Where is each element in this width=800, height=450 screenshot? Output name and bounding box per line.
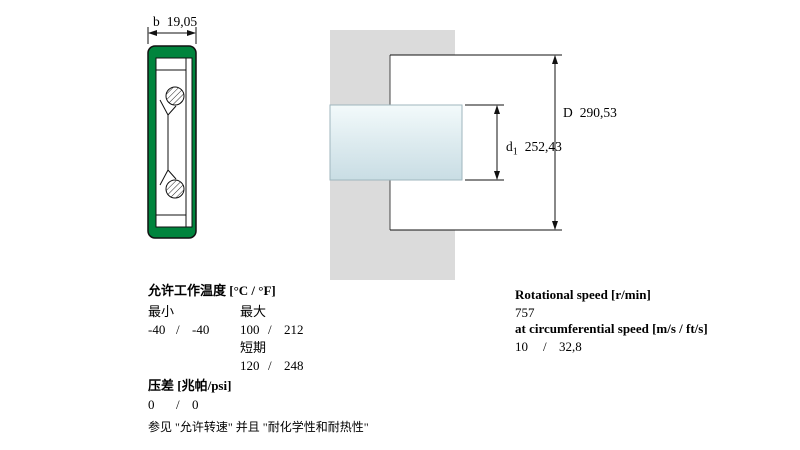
arrowhead bbox=[187, 30, 196, 36]
dim-d1-value: 252,43 bbox=[524, 139, 562, 154]
dim-d1-letter: d bbox=[506, 139, 513, 154]
arrowhead bbox=[552, 221, 558, 230]
technical-drawing bbox=[147, 27, 562, 280]
temp-short-celsius: 120 bbox=[240, 358, 260, 373]
temp-min-celsius: -40 bbox=[148, 322, 166, 337]
dim-b-value: 19,05 bbox=[166, 14, 198, 29]
temp-max-fahrenheit: 212 bbox=[284, 322, 304, 337]
pressure-mpa: 0 bbox=[148, 397, 155, 412]
seal-cavity bbox=[155, 57, 193, 228]
dim-D-value: 290,53 bbox=[579, 105, 617, 120]
circumferential-speed-heading: at circumferential speed [m/s / ft/s] bbox=[515, 321, 708, 336]
dimension-label-D: D 290,53 bbox=[563, 105, 617, 121]
separator: / bbox=[268, 322, 272, 337]
housing-and-shaft bbox=[329, 30, 463, 280]
temperature-heading: 允许工作温度 [°C / °F] bbox=[148, 283, 276, 298]
dimension-label-d1: d1 252,43 bbox=[506, 139, 562, 158]
temp-min-label: 最小 bbox=[148, 304, 175, 319]
dim-b-letter: b bbox=[153, 14, 160, 29]
temp-max-celsius: 100 bbox=[240, 322, 260, 337]
seal-lip-profile bbox=[159, 99, 177, 186]
garter-spring-top bbox=[165, 86, 185, 106]
dim-D-letter: D bbox=[563, 105, 573, 120]
arrowhead bbox=[494, 105, 500, 114]
dim-d1-subscript: 1 bbox=[512, 146, 518, 158]
separator: / bbox=[176, 397, 180, 412]
separator: / bbox=[268, 358, 272, 373]
dimension-label-b: b 19,05 bbox=[153, 14, 197, 30]
temp-max-label: 最大 bbox=[240, 304, 267, 319]
pressure-heading: 压差 [兆帕/psi] bbox=[148, 378, 232, 393]
circ-speed-ms: 10 bbox=[515, 339, 528, 354]
circumferential-speed-value: 10 / 32,8 bbox=[515, 339, 582, 355]
circ-speed-fts: 32,8 bbox=[559, 339, 582, 354]
dimension-b bbox=[147, 27, 197, 44]
arrowhead bbox=[148, 30, 157, 36]
housing-upper-section bbox=[330, 30, 455, 105]
dimension-d1 bbox=[465, 104, 504, 181]
seal-insert-lines bbox=[156, 69, 186, 216]
temp-min-values: -40 / -40 bbox=[148, 322, 210, 338]
separator: / bbox=[176, 322, 180, 337]
seal-cross-section bbox=[147, 45, 197, 239]
rotational-speed-value: 757 bbox=[515, 305, 535, 320]
temp-short-fahrenheit: 248 bbox=[284, 358, 304, 373]
rotational-speed-heading: Rotational speed [r/min] bbox=[515, 287, 651, 302]
temp-max-values: 100 / 212 bbox=[240, 322, 304, 338]
arrowhead bbox=[552, 55, 558, 64]
arrowhead bbox=[494, 171, 500, 180]
separator: / bbox=[543, 339, 547, 354]
shaft bbox=[329, 104, 463, 181]
temp-short-label: 短期 bbox=[240, 340, 267, 355]
pressure-psi: 0 bbox=[192, 397, 199, 412]
pressure-values: 0 / 0 bbox=[148, 397, 199, 413]
dimension-D bbox=[390, 54, 562, 231]
temp-short-values: 120 / 248 bbox=[240, 358, 304, 374]
temp-min-fahrenheit: -40 bbox=[192, 322, 210, 337]
footnote: 参见 "允许转速" 并且 "耐化学性和耐热性" bbox=[148, 420, 369, 434]
garter-spring-bottom bbox=[165, 179, 185, 199]
